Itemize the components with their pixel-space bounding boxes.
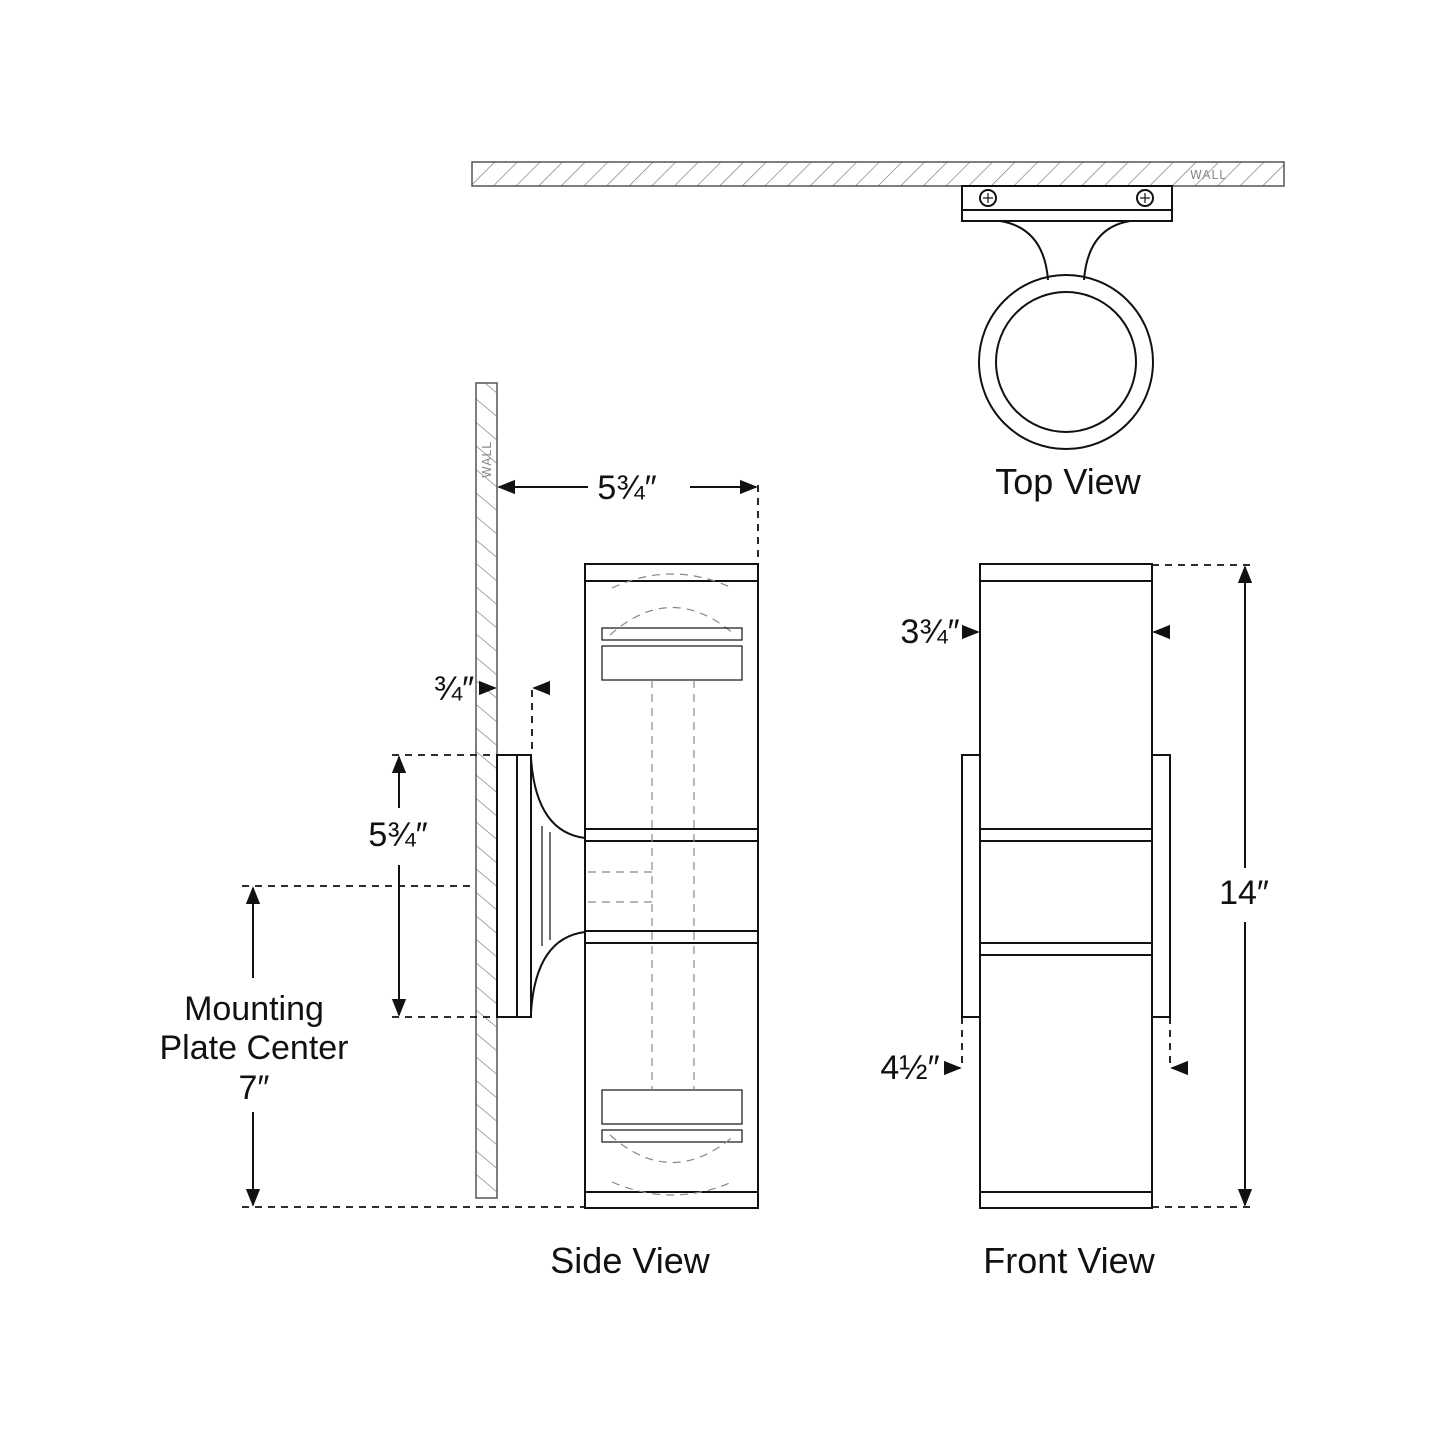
screw-icon [979,189,997,207]
dim-side-extension: 5¾″ [597,469,656,507]
top-arm [999,220,1131,281]
dim-backplate-depth: ¾″ [434,670,474,708]
lower-lamp-detail [601,1089,743,1196]
side-view: WALL 5 [160,382,759,1281]
side-arm [530,757,586,1013]
side-bottom-cap [584,1191,759,1209]
front-bottom-cap [979,1191,1153,1209]
front-middle-band [979,840,1153,944]
side-wall-label: WALL [480,441,494,478]
top-wall [471,161,1285,187]
dim-overall-height: 14″ [1219,874,1269,912]
dim-front-width: 3¾″ [900,613,959,651]
side-middle-band [584,840,759,932]
screw-icon [1136,189,1154,207]
front-backplate [961,754,1171,1018]
side-top-cap [584,563,759,582]
upper-lamp-detail [601,573,743,681]
top-view: WALL Top View [471,161,1285,502]
front-lower-body [979,954,1153,1193]
dim-backplate-width: 4½″ [880,1049,939,1087]
front-top-cap [979,563,1153,582]
front-view: 3¾″ 4½″ 14″ Front View [880,563,1269,1281]
side-view-label: Side View [550,1240,710,1281]
dim-backplate-height: 5¾″ [368,816,427,854]
top-wall-label: WALL [1190,168,1227,182]
side-upper-body [584,580,759,830]
top-cylinder-inner [995,291,1137,433]
front-upper-body [979,580,1153,830]
side-backplate [496,754,518,1018]
dim-mounting-line2: Plate Center [160,1029,349,1067]
front-view-label: Front View [983,1240,1155,1281]
dim-mounting-value: 7″ [239,1069,270,1107]
side-lower-body [584,942,759,1193]
dim-mounting-line1: Mounting [184,990,324,1028]
side-wall [475,382,498,1199]
top-cylinder-outer [978,274,1154,450]
top-view-label: Top View [995,461,1141,502]
